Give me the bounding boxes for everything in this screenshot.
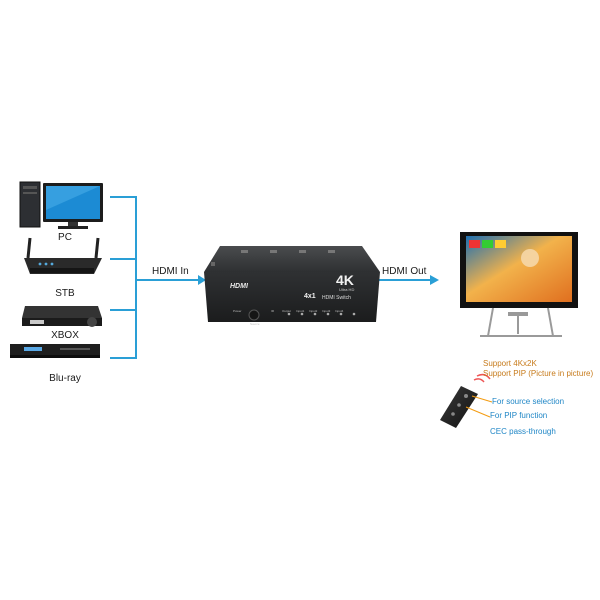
device-button-label-input2: Input2	[309, 309, 318, 313]
device-button-label-output: Output	[282, 309, 292, 313]
device-brand-logo: HDMI	[230, 283, 248, 290]
input-arrow-icon	[198, 275, 206, 285]
source-label-stb: STB	[55, 288, 75, 299]
output-connector-line	[374, 275, 439, 285]
device-button-label-input1: Input1	[296, 309, 305, 313]
remote-function-cec: CEC pass-through	[490, 427, 556, 436]
device-resolution: 4K	[336, 272, 354, 288]
input-connector-lines	[110, 196, 198, 359]
device-resolution-sub: Ultra HD	[339, 287, 355, 292]
xbox-icon	[22, 306, 102, 327]
remote-function-pip: For PIP function	[490, 411, 548, 420]
hdmi-in-label: HDMI In	[152, 266, 189, 277]
hdmi-out-label: HDMI Out	[382, 266, 427, 277]
tv-display-icon	[460, 232, 578, 337]
hdmi-switch-device	[204, 246, 380, 322]
device-button-label-input3: Input3	[322, 309, 331, 313]
device-button-label-source: Source	[250, 322, 260, 326]
source-label-xbox: XBOX	[51, 330, 79, 341]
device-button-label-input4: Input4	[335, 309, 344, 313]
remote-function-source-selection: For source selection	[492, 397, 565, 406]
router-icon	[24, 237, 102, 274]
ir-remote-icon	[440, 373, 493, 428]
feature-pip-support: Support PIP (Picture in picture)	[483, 369, 594, 378]
pc-icon	[19, 181, 103, 229]
device-button-label-ir: IR	[271, 309, 274, 313]
device-type: HDMI Switch	[322, 295, 351, 301]
feature-4k-support: Support 4Kx2K	[483, 359, 537, 368]
device-button-label-power: Power	[233, 309, 242, 313]
output-arrow-icon	[430, 275, 439, 285]
device-model: 4x1	[304, 293, 316, 300]
bluray-player-icon	[10, 344, 100, 358]
source-label-pc: PC	[58, 232, 72, 243]
source-label-bluray: Blu-ray	[49, 373, 81, 384]
